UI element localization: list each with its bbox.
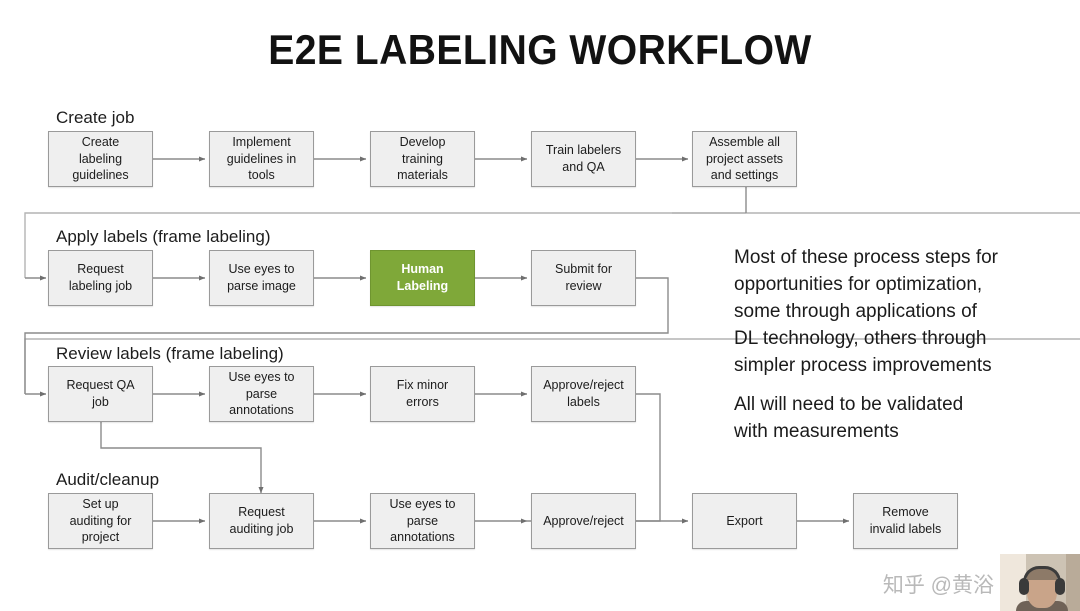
- node-implement-guidelines[interactable]: Implement guidelines in tools: [209, 131, 314, 187]
- node-label: Human Labeling: [396, 262, 449, 293]
- section-label-create-job: Create job: [56, 108, 135, 127]
- note-validation: All will need to be validated with measu…: [734, 394, 964, 442]
- node-label: Export: [726, 513, 763, 528]
- node-train-labelers-and-qa[interactable]: Train labelers and QA: [531, 131, 636, 187]
- node-label: Approve/reject: [543, 513, 624, 528]
- node-develop-training-materials[interactable]: Develop training materials: [370, 131, 475, 187]
- node-label: Request auditing job: [229, 505, 294, 536]
- node-label: Fix minor errors: [396, 378, 449, 409]
- zhihu-watermark: 知乎 @黄浴: [882, 574, 994, 597]
- section-label-audit-cleanup: Audit/cleanup: [56, 470, 160, 489]
- node-export[interactable]: Export: [692, 493, 797, 549]
- node-label: Train labelers and QA: [545, 143, 622, 174]
- page-title: E2E LABELING WORKFLOW: [268, 26, 812, 73]
- node-label: Use eyes to parse annotations: [228, 369, 295, 418]
- node-label: Request labeling job: [68, 262, 133, 293]
- note-optimization: Most of these process steps for opportun…: [734, 247, 999, 376]
- node-approve-reject-labels[interactable]: Approve/reject labels: [531, 366, 636, 422]
- node-use-eyes-parse-annotations-review[interactable]: Use eyes to parse annotations: [209, 366, 314, 422]
- section-label-review-labels: Review labels (frame labeling): [56, 344, 284, 363]
- node-fix-minor-errors[interactable]: Fix minor errors: [370, 366, 475, 422]
- node-request-labeling-job[interactable]: Request labeling job: [48, 250, 153, 306]
- node-label: Develop training materials: [397, 134, 448, 183]
- node-label: Create labeling guidelines: [72, 134, 129, 183]
- webcam-background-right: [1066, 554, 1080, 611]
- node-submit-for-review[interactable]: Submit for review: [531, 250, 636, 306]
- node-label: Submit for review: [555, 262, 612, 293]
- node-label: Request QA job: [66, 378, 135, 409]
- headphones-left-cup-icon: [1019, 578, 1029, 595]
- webcam-thumbnail: [1000, 554, 1080, 611]
- node-assemble-project-assets[interactable]: Assemble all project assets and settings: [692, 131, 797, 187]
- node-label: Set up auditing for project: [69, 496, 132, 545]
- section-label-apply-labels: Apply labels (frame labeling): [56, 227, 271, 246]
- node-label: Remove invalid labels: [869, 505, 942, 536]
- node-label: Use eyes to parse annotations: [389, 496, 456, 545]
- node-request-auditing-job[interactable]: Request auditing job: [209, 493, 314, 549]
- wire-submit-to-review-rail: [24, 277, 669, 394]
- node-request-qa-job[interactable]: Request QA job: [48, 366, 153, 422]
- headphones-right-cup-icon: [1055, 578, 1065, 595]
- wire-qa-to-auditing: [100, 421, 264, 494]
- node-use-eyes-parse-annotations-audit[interactable]: Use eyes to parse annotations: [370, 493, 475, 549]
- node-label: Use eyes to parse image: [227, 262, 296, 293]
- node-create-labeling-guidelines[interactable]: Create labeling guidelines: [48, 131, 153, 187]
- node-label: Implement guidelines in tools: [226, 134, 297, 183]
- node-approve-reject[interactable]: Approve/reject: [531, 493, 636, 549]
- node-use-eyes-parse-image[interactable]: Use eyes to parse image: [209, 250, 314, 306]
- node-set-up-auditing[interactable]: Set up auditing for project: [48, 493, 153, 549]
- node-label: Assemble all project assets and settings: [705, 134, 784, 183]
- node-label: Approve/reject labels: [543, 378, 624, 409]
- node-remove-invalid-labels[interactable]: Remove invalid labels: [853, 493, 958, 549]
- node-human-labeling[interactable]: Human Labeling: [370, 250, 475, 306]
